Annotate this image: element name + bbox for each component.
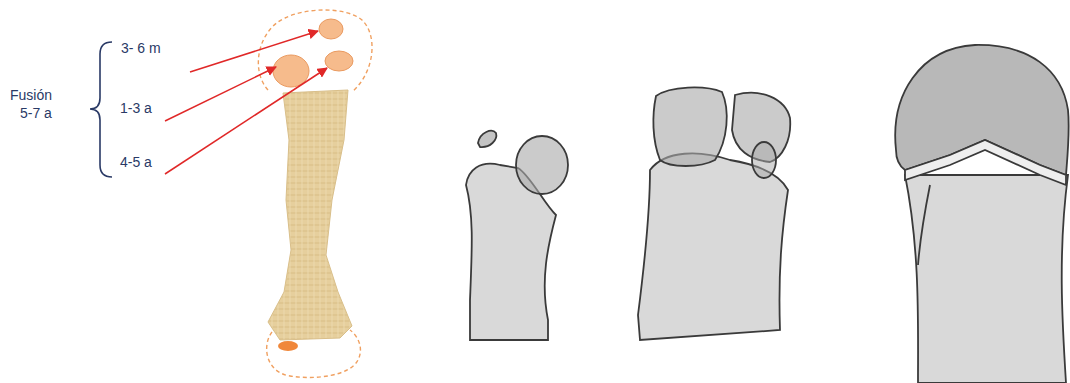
age-label: 3- 6 m [121,40,161,56]
pointer-arrow [165,68,327,174]
ossification-center [516,136,568,194]
humerus-head [895,45,1069,175]
development-stage [895,45,1069,383]
growth-plate [905,140,1066,185]
bone-contour [918,185,930,265]
humerus-shaft [905,175,1068,383]
age-label: 4-5 a [120,154,152,170]
ossification-center [319,19,343,39]
pointer-arrow [190,31,318,72]
humerus-shaft [638,153,788,340]
ossification-center [273,55,309,87]
ossification-center [752,142,776,178]
age-label: 1-3 a [120,100,152,116]
ossification-center [653,87,726,166]
age-label: 5-7 a [20,105,52,121]
ossification-center [478,131,496,147]
epiphysis-outline [258,10,372,92]
development-stage [466,131,568,340]
ossification-center [278,341,298,351]
epiphysis-outline [267,330,361,377]
development-stage [638,87,790,340]
long-bone [268,90,352,340]
ossification-center [325,51,353,71]
brace [90,42,112,177]
fusion-label: Fusión [10,87,52,103]
